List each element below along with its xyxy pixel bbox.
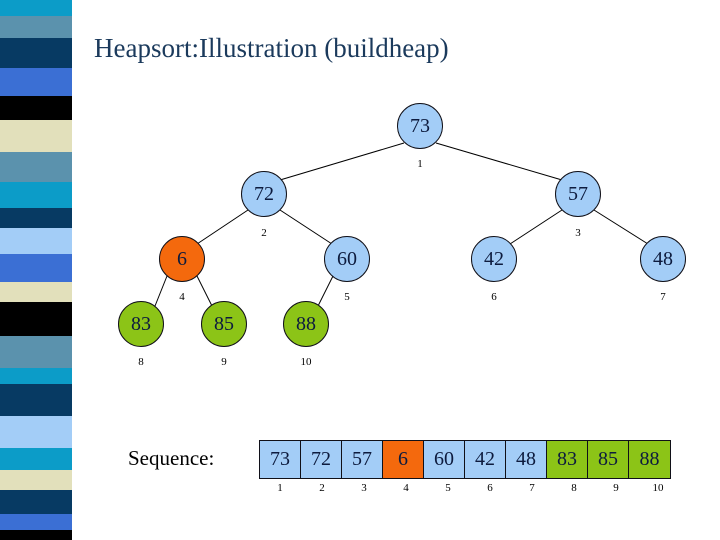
stripe-band-5 xyxy=(0,120,72,152)
tree-node-index-1: 1 xyxy=(417,158,423,170)
tree-node-index-9: 9 xyxy=(221,356,227,368)
tree-node-index-2: 2 xyxy=(261,227,267,239)
tree-node-index-10: 10 xyxy=(300,356,312,368)
sequence-cell-9[interactable]: 85 xyxy=(588,441,629,478)
sequence-index-2: 2 xyxy=(319,482,325,494)
tree-node-index-5: 5 xyxy=(344,291,350,303)
tree-edge-3-7 xyxy=(593,209,649,245)
sequence-cell-5[interactable]: 60 xyxy=(424,441,465,478)
page-title: Heapsort:Illustration (buildheap) xyxy=(94,33,449,63)
tree-edge-3-6 xyxy=(509,209,563,245)
stripe-band-0 xyxy=(0,0,72,16)
tree-node-9[interactable]: 85 xyxy=(201,301,247,347)
tree-node-5[interactable]: 60 xyxy=(324,236,370,282)
stripe-band-3 xyxy=(0,68,72,96)
tree-node-value: 42 xyxy=(484,248,504,270)
tree-edge-4-9 xyxy=(196,275,213,307)
tree-node-value: 85 xyxy=(214,313,234,335)
sequence-cell-6[interactable]: 42 xyxy=(465,441,506,478)
tree-node-value: 6 xyxy=(177,248,187,270)
sequence-index-3: 3 xyxy=(361,482,367,494)
stripe-band-13 xyxy=(0,336,72,368)
sequence-index-4: 4 xyxy=(403,482,409,494)
sequence-index-6: 6 xyxy=(487,482,493,494)
tree-node-1[interactable]: 73 xyxy=(397,103,443,149)
tree-node-7[interactable]: 48 xyxy=(640,236,686,282)
stripe-band-6 xyxy=(0,152,72,182)
tree-node-index-3: 3 xyxy=(575,227,581,239)
tree-node-value: 60 xyxy=(337,248,357,270)
tree-node-8[interactable]: 83 xyxy=(118,301,164,347)
stripe-band-18 xyxy=(0,470,72,490)
sequence-index-7: 7 xyxy=(529,482,535,494)
stripe-band-20 xyxy=(0,514,72,530)
tree-node-value: 73 xyxy=(410,115,430,137)
sequence-index-5: 5 xyxy=(445,482,451,494)
sequence-cell-2[interactable]: 72 xyxy=(301,441,342,478)
sequence-cell-7[interactable]: 48 xyxy=(506,441,547,478)
tree-node-4[interactable]: 6 xyxy=(159,236,205,282)
tree-edge-5-10 xyxy=(317,275,334,307)
tree-node-3[interactable]: 57 xyxy=(555,171,601,217)
tree-node-value: 57 xyxy=(568,183,588,205)
tree-edges xyxy=(154,142,649,307)
tree-edge-2-4 xyxy=(196,209,249,245)
sequence-index-8: 8 xyxy=(571,482,577,494)
stripe-band-12 xyxy=(0,302,72,336)
tree-edge-1-2 xyxy=(279,142,405,181)
stripe-band-10 xyxy=(0,254,72,282)
tree-node-value: 48 xyxy=(653,248,673,270)
sequence-index-9: 9 xyxy=(613,482,619,494)
tree-edge-4-8 xyxy=(154,275,168,307)
tree-node-10[interactable]: 88 xyxy=(283,301,329,347)
tree-node-index-4: 4 xyxy=(179,291,185,303)
tree-node-index-8: 8 xyxy=(138,356,144,368)
stripe-band-11 xyxy=(0,282,72,302)
sequence-cell-10[interactable]: 88 xyxy=(629,441,670,478)
stripe-band-7 xyxy=(0,182,72,208)
sequence-cell-8[interactable]: 83 xyxy=(547,441,588,478)
stripe-band-1 xyxy=(0,16,72,38)
stripe-band-16 xyxy=(0,416,72,448)
sequence-cell-1[interactable]: 73 xyxy=(260,441,301,478)
tree-node-2[interactable]: 72 xyxy=(241,171,287,217)
stripe-band-4 xyxy=(0,96,72,120)
stripe-band-9 xyxy=(0,228,72,254)
tree-edge-2-5 xyxy=(279,209,333,245)
stripe-band-8 xyxy=(0,208,72,228)
tree-node-value: 88 xyxy=(296,313,316,335)
stripe-band-21 xyxy=(0,530,72,540)
sequence-index-1: 1 xyxy=(277,482,283,494)
tree-node-6[interactable]: 42 xyxy=(471,236,517,282)
stripe-band-19 xyxy=(0,490,72,514)
stripe-band-17 xyxy=(0,448,72,470)
tree-node-index-7: 7 xyxy=(660,291,666,303)
sequence-label: Sequence: xyxy=(128,446,215,470)
sequence-cell-3[interactable]: 57 xyxy=(342,441,383,478)
stripe-band-14 xyxy=(0,368,72,384)
tree-node-value: 83 xyxy=(131,313,151,335)
tree-node-value: 72 xyxy=(254,183,274,205)
tree-edge-1-3 xyxy=(435,142,563,181)
heap-tree-diagram: 73 1 72 2 57 3 6 4 60 5 42 6 48 7 83 8 85 9 88 10 xyxy=(118,103,686,368)
sequence-index-row: 1 2 3 4 5 6 7 8 9 10 xyxy=(259,482,679,494)
sequence-index-10: 10 xyxy=(652,482,664,494)
stripe-band-15 xyxy=(0,384,72,416)
tree-node-index-6: 6 xyxy=(491,291,497,303)
stripe-band-2 xyxy=(0,38,72,68)
sequence-cell-4[interactable]: 6 xyxy=(383,441,424,478)
decorative-left-stripe xyxy=(0,0,72,540)
